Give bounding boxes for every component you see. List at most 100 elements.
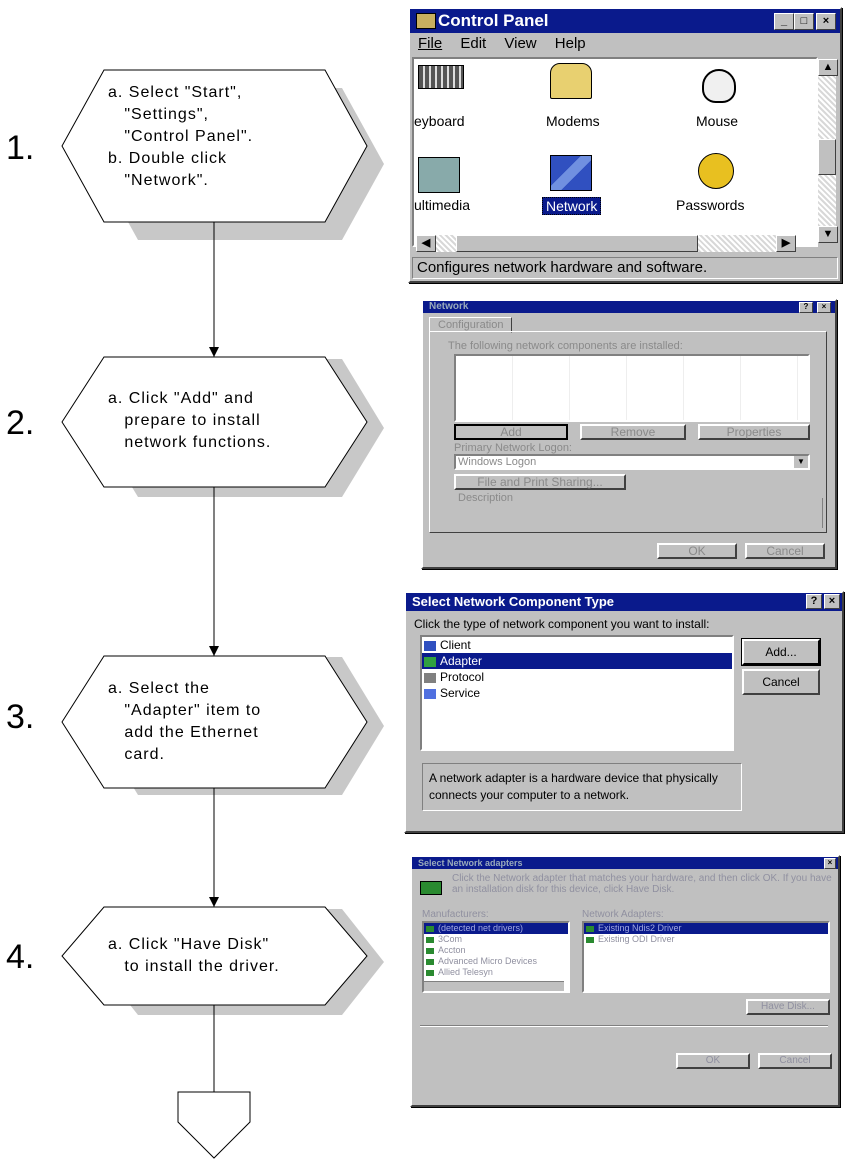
keyboard-icon[interactable] xyxy=(418,65,464,89)
step-4-box xyxy=(61,906,368,1006)
description-group xyxy=(454,498,823,528)
step-2-text: a. Click "Add" and prepare to install ne… xyxy=(108,390,272,451)
menu-file[interactable]: File xyxy=(418,35,443,52)
minimize-button[interactable]: _ xyxy=(774,13,794,30)
menu-edit[interactable]: Edit xyxy=(460,35,487,52)
list-item-manufacturer[interactable]: Accton xyxy=(424,945,568,956)
control-panel-title: Control Panel xyxy=(438,11,549,30)
maximize-button[interactable]: □ xyxy=(794,13,814,30)
manufacturers-hscroll[interactable] xyxy=(424,981,564,991)
list-item-adapter[interactable]: Adapter xyxy=(422,653,732,669)
scroll-down-button[interactable]: ▼ xyxy=(818,226,838,243)
horizontal-scrollbar[interactable]: ◀ ▶ xyxy=(416,235,796,252)
step-4-number: 4. xyxy=(6,938,35,976)
help-button[interactable]: ? xyxy=(806,594,822,609)
list-item-manufacturer[interactable]: 3Com xyxy=(424,934,568,945)
off-page-connector xyxy=(177,1091,251,1159)
menu-help[interactable]: Help xyxy=(554,35,586,52)
client-icon xyxy=(424,640,436,651)
multimedia-icon[interactable] xyxy=(418,157,460,193)
modems-icon[interactable] xyxy=(550,63,592,99)
step-4-text: a. Click "Have Disk" to install the driv… xyxy=(108,936,280,975)
cancel-button[interactable]: Cancel xyxy=(758,1053,832,1069)
list-item-adapter[interactable]: Existing ODI Driver xyxy=(584,934,828,945)
list-item-manufacturer[interactable]: Allied Telesyn xyxy=(424,967,568,978)
step-2-number: 2. xyxy=(6,404,35,442)
scroll-thumb[interactable] xyxy=(818,139,836,175)
vertical-scrollbar[interactable]: ▲ ▼ xyxy=(818,59,838,243)
manufacturers-label: Manufacturers: xyxy=(422,909,489,920)
cancel-button[interactable]: Cancel xyxy=(745,543,825,559)
add-button[interactable]: Add... xyxy=(741,638,821,666)
icon-label-mouse: Mouse xyxy=(696,113,739,129)
icon-label-passwords: Passwords xyxy=(676,197,745,213)
component-prompt: Click the type of network component you … xyxy=(414,617,710,631)
components-label: The following network components are ins… xyxy=(448,340,683,352)
icon-label-multimedia: ultimedia xyxy=(414,197,471,213)
remove-button[interactable]: Remove xyxy=(580,424,686,440)
service-icon xyxy=(424,688,436,699)
component-list[interactable]: Client Adapter Protocol Service xyxy=(420,635,734,751)
list-item-client[interactable]: Client xyxy=(422,637,732,653)
icon-area: eyboard Modems Mouse ultimedia Network P… xyxy=(412,57,818,247)
mouse-icon[interactable] xyxy=(702,69,736,103)
adapter-dialog-title: Select Network adapters xyxy=(418,858,523,868)
close-button[interactable]: × xyxy=(824,594,840,609)
adapter-card-icon xyxy=(420,881,442,895)
menu-view[interactable]: View xyxy=(504,35,537,52)
scroll-up-button[interactable]: ▲ xyxy=(818,59,838,76)
icon-label-keyboard: eyboard xyxy=(414,113,465,129)
passwords-icon[interactable] xyxy=(698,153,734,189)
chevron-down-icon[interactable]: ▼ xyxy=(794,456,808,468)
close-button[interactable]: × xyxy=(816,13,836,30)
step-3-text: a. Select the "Adapter" item to add the … xyxy=(108,680,262,763)
ok-button[interactable]: OK xyxy=(676,1053,750,1069)
list-item-service[interactable]: Service xyxy=(422,685,732,701)
list-item-manufacturer[interactable]: Advanced Micro Devices xyxy=(424,956,568,967)
list-item-protocol[interactable]: Protocol xyxy=(422,669,732,685)
component-description: A network adapter is a hardware device t… xyxy=(422,763,742,811)
step-3-number: 3. xyxy=(6,698,35,736)
cancel-button[interactable]: Cancel xyxy=(742,669,820,695)
primary-logon-select[interactable]: Windows Logon ▼ xyxy=(454,454,810,470)
network-dialog-title: Network xyxy=(429,301,469,312)
control-panel-icon xyxy=(416,13,436,29)
network-dialog: Network ? × Configuration The following … xyxy=(421,299,837,569)
primary-logon-value: Windows Logon xyxy=(458,456,537,468)
component-dialog-title: Select Network Component Type xyxy=(412,594,615,609)
close-button[interactable]: × xyxy=(817,302,831,313)
separator xyxy=(420,1025,828,1027)
tab-configuration[interactable]: Configuration xyxy=(429,317,513,333)
step-3-box xyxy=(61,655,368,789)
adapter-icon xyxy=(424,656,436,667)
properties-button[interactable]: Properties xyxy=(698,424,810,440)
adapters-list[interactable]: Existing Ndis2 Driver Existing ODI Drive… xyxy=(582,921,830,993)
have-disk-button[interactable]: Have Disk... xyxy=(746,999,830,1015)
network-icon[interactable] xyxy=(550,155,592,191)
close-button[interactable]: × xyxy=(824,858,836,869)
configuration-panel: The following network components are ins… xyxy=(429,331,827,533)
scroll-right-button[interactable]: ▶ xyxy=(776,235,796,252)
status-bar: Configures network hardware and software… xyxy=(412,257,838,279)
control-panel-window: Control Panel _ □ × File Edit View Help … xyxy=(408,7,842,283)
list-item-manufacturer[interactable]: (detected net drivers) xyxy=(424,923,568,934)
icon-label-modems: Modems xyxy=(546,113,600,129)
step-1-text: a. Select "Start", "Settings", "Control … xyxy=(108,84,254,189)
adapter-dialog: Select Network adapters × Click the Netw… xyxy=(410,855,840,1107)
h-scroll-thumb[interactable] xyxy=(456,235,698,252)
step-2-box xyxy=(61,356,368,488)
protocol-icon xyxy=(424,672,436,683)
adapters-label: Network Adapters: xyxy=(582,909,664,920)
icon-label-network[interactable]: Network xyxy=(542,197,602,215)
scroll-left-button[interactable]: ◀ xyxy=(416,235,436,252)
file-print-sharing-button[interactable]: File and Print Sharing... xyxy=(454,474,626,490)
hexagon-shadows xyxy=(96,88,384,1015)
list-item-adapter[interactable]: Existing Ndis2 Driver xyxy=(584,923,828,934)
components-list[interactable] xyxy=(454,354,810,422)
help-button[interactable]: ? xyxy=(799,302,813,313)
manufacturers-list[interactable]: (detected net drivers) 3Com Accton Advan… xyxy=(422,921,570,993)
step-1-number: 1. xyxy=(6,129,35,167)
step-1-box xyxy=(61,69,368,223)
ok-button[interactable]: OK xyxy=(657,543,737,559)
add-button[interactable]: Add xyxy=(454,424,568,440)
